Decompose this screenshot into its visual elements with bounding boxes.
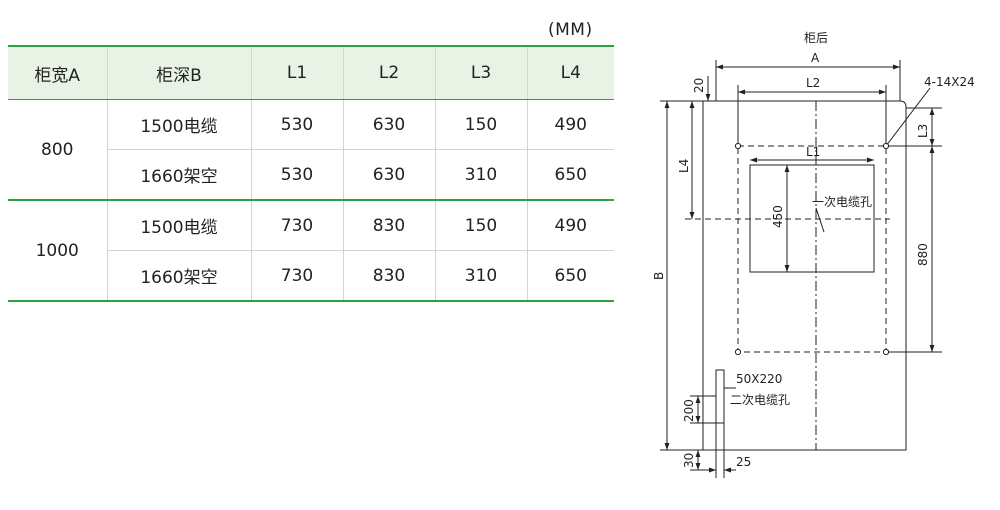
primary-cable-hole [749, 164, 875, 273]
cell-width: 800 [8, 99, 107, 201]
cell-l3: 150 [434, 99, 527, 150]
secondary-cable-hole [715, 369, 725, 424]
header-cabinet-width: 柜宽A [8, 45, 107, 100]
header-l2: L2 [342, 45, 435, 100]
dimension-table: 柜宽A 柜深B L1 L2 L3 L4 800 1500电缆 530 630 1… [8, 45, 614, 302]
cell-l3: 150 [434, 200, 527, 251]
label-25: 25 [736, 455, 751, 469]
cell-l4: 650 [526, 149, 614, 201]
cell-l4: 490 [526, 99, 614, 150]
cell-l2: 830 [342, 200, 435, 251]
drawing-title: 柜后 [804, 31, 828, 45]
header-cabinet-depth: 柜深B [106, 45, 251, 100]
label-450: 450 [771, 205, 785, 228]
label-30: 30 [682, 453, 696, 468]
inner-dashed-frame [737, 145, 887, 353]
cell-l2: 830 [342, 250, 435, 302]
cell-depth: 1660架空 [106, 250, 251, 302]
cell-l1: 530 [250, 99, 343, 150]
label-primary-cable-hole: 一次电缆孔 [812, 195, 872, 209]
cell-width: 1000 [8, 200, 107, 302]
label-holes: 4-14X24 [924, 75, 975, 89]
label-secondary-cable-hole: 二次电缆孔 [730, 393, 790, 407]
cell-l2: 630 [342, 149, 435, 201]
label-l4: L4 [677, 159, 691, 173]
table-row: 800 1500电缆 530 630 150 490 [8, 99, 614, 201]
label-l3: L3 [916, 124, 930, 138]
table-row: 1000 1500电缆 730 830 150 490 [8, 200, 614, 302]
cell-l4: 650 [526, 250, 614, 302]
label-l1: L1 [806, 145, 820, 159]
header-l3: L3 [434, 45, 527, 100]
table-row: 1660架空 730 830 310 650 [8, 250, 614, 302]
mounting-hole [734, 348, 742, 356]
cell-depth: 1500电缆 [106, 99, 251, 150]
label-b: B [652, 272, 666, 280]
label-200: 200 [682, 399, 696, 422]
cell-l3: 310 [434, 149, 527, 201]
cell-l2: 630 [342, 99, 435, 150]
cabinet-rear-drawing: 柜后 A L2 20 4-14X24 L3 L1 L4 450 一次电缆孔 88… [652, 31, 975, 478]
cell-l3: 310 [434, 250, 527, 302]
label-20: 20 [692, 78, 706, 93]
label-secondary-size: 50X220 [736, 372, 782, 386]
header-l1: L1 [250, 45, 343, 100]
table-header-row: 柜宽A 柜深B L1 L2 L3 L4 [8, 45, 614, 100]
cell-depth: 1660架空 [106, 149, 251, 201]
mounting-hole [882, 142, 890, 150]
mounting-hole [882, 348, 890, 356]
cell-l1: 530 [250, 149, 343, 201]
label-a: A [811, 51, 820, 65]
cell-depth: 1500电缆 [106, 200, 251, 251]
cell-l1: 730 [250, 250, 343, 302]
cabinet-outline [702, 100, 907, 451]
table-row: 1660架空 530 630 310 650 [8, 149, 614, 201]
unit-label: (MM) [548, 20, 593, 40]
label-880: 880 [916, 243, 930, 266]
cell-l1: 730 [250, 200, 343, 251]
header-l4: L4 [526, 45, 614, 100]
mounting-hole [734, 142, 742, 150]
label-l2: L2 [806, 76, 820, 90]
cell-l4: 490 [526, 200, 614, 251]
